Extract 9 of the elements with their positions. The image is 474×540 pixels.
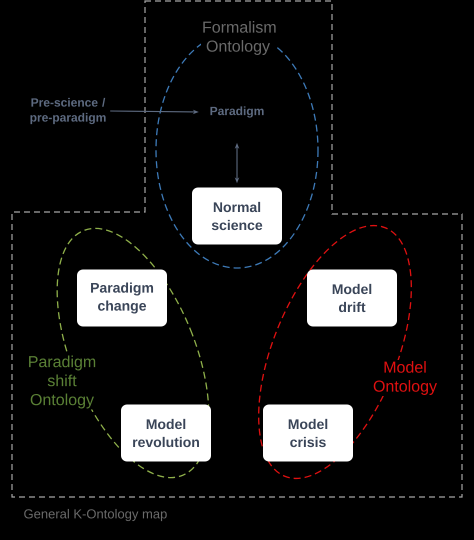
label-text: Paradigm — [210, 106, 264, 118]
process-box: Normal science — [192, 188, 282, 244]
process-box: Model drift — [307, 270, 397, 326]
node-label: Formalism — [203, 21, 276, 33]
label-text: Pre-science / pre-paradigm — [30, 98, 106, 124]
process-box: Model revolution — [121, 404, 211, 462]
process-box: Paradigm change — [77, 270, 167, 326]
process-box: Model crisis — [263, 404, 353, 462]
node-label: General K-Ontology map — [24, 508, 167, 522]
